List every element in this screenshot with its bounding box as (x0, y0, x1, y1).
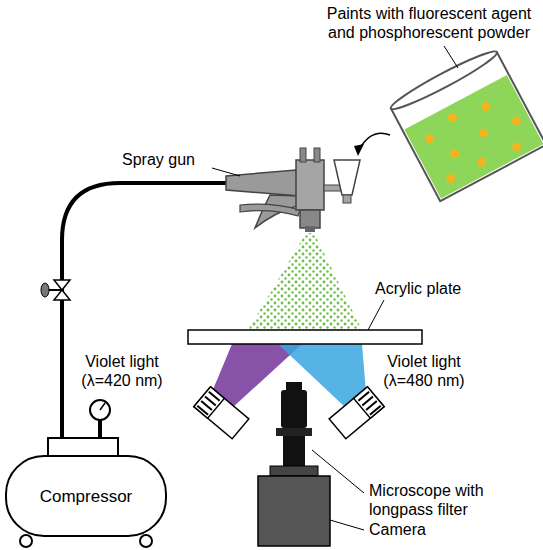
camera-label: Camera (369, 520, 469, 539)
paint-label: Paints with fluorescent agent and phosph… (320, 4, 538, 42)
plate-label: Acrylic plate (375, 279, 505, 298)
lamp-label: Violet light (λ=480 nm) (368, 352, 480, 390)
spray-gun-label: Spray gun (122, 150, 222, 169)
tank-label: Compressor (40, 487, 133, 506)
compressor-tank: Compressor (8, 462, 164, 530)
microscope-label: Microscope with longpass filter (369, 481, 503, 519)
lamp-label: Violet light (λ=420 nm) (66, 352, 178, 390)
